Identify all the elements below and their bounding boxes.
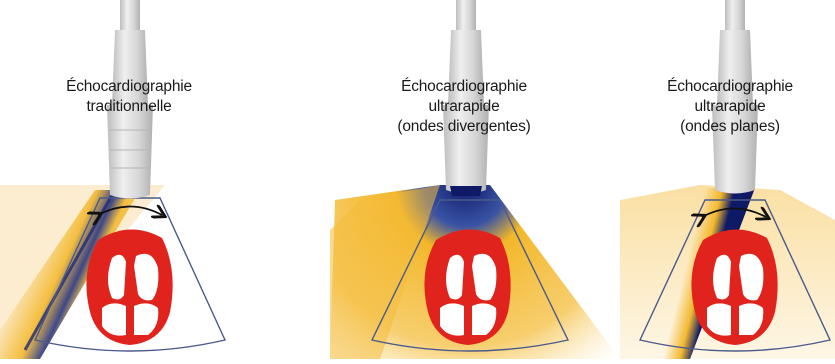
title-line: (ondes divergentes) xyxy=(374,117,554,137)
title-line: Échocardiographie xyxy=(374,77,554,97)
panel-traditional xyxy=(0,0,225,359)
panel-title-plane: Échocardiographie ultrarapide (ondes pla… xyxy=(650,77,810,137)
panel-diverging xyxy=(330,0,620,359)
heart-icon xyxy=(691,229,777,345)
heart-icon xyxy=(86,229,172,345)
title-line: ultrarapide xyxy=(374,97,554,117)
title-line: (ondes planes) xyxy=(650,117,810,137)
title-line: Échocardiographie xyxy=(44,77,214,97)
panel-title-traditional: Échocardiographie traditionnelle xyxy=(44,77,214,117)
heart-icon xyxy=(424,229,510,345)
panel-title-diverging: Échocardiographie ultrarapide (ondes div… xyxy=(374,77,554,137)
title-line: Échocardiographie xyxy=(650,77,810,97)
panel-plane xyxy=(620,0,835,359)
title-line: traditionnelle xyxy=(44,97,214,117)
title-line: ultrarapide xyxy=(650,97,810,117)
